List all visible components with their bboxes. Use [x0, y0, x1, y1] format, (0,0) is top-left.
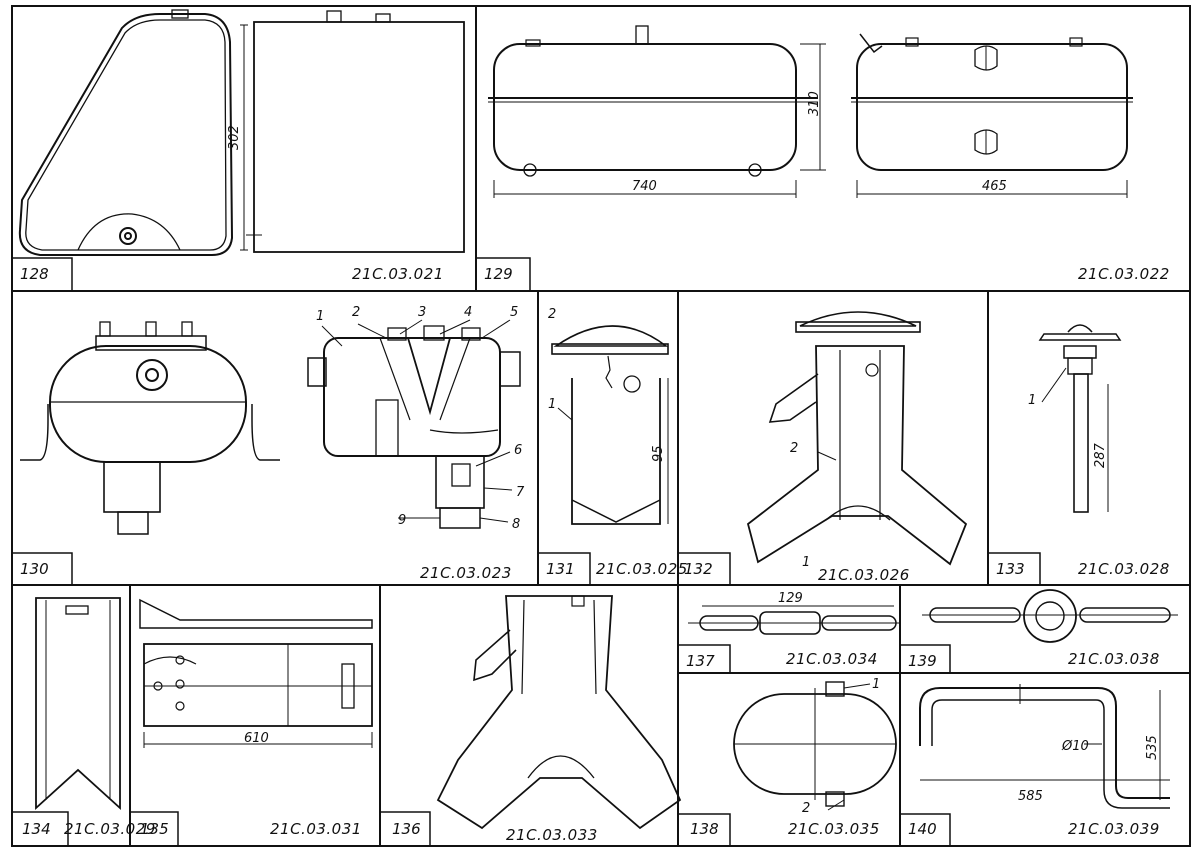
part-131-number: 131	[546, 560, 575, 578]
part-128-dim-302: 302	[227, 125, 242, 150]
part-133-number: 133	[996, 560, 1025, 578]
callout-7: 7	[516, 485, 525, 500]
part-138-drawing	[733, 681, 897, 811]
part-132-callout-1: 1	[802, 555, 810, 570]
part-138-code: 21С.03.035	[788, 820, 880, 838]
part-139-number: 139	[908, 652, 937, 670]
part-132-number: 132	[684, 560, 713, 578]
part-135-drawing	[139, 598, 373, 748]
part-132-callout-2: 2	[790, 441, 798, 456]
part-131-drawing	[551, 325, 669, 525]
part-131-dim-95: 95	[651, 445, 666, 462]
part-130-number: 130	[20, 560, 49, 578]
part-140-dim-dia10: Ø10	[1061, 739, 1089, 754]
part-131-callout-1: 1	[548, 397, 556, 412]
part-133-code: 21С.03.028	[1078, 560, 1170, 578]
part-137-code: 21С.03.034	[786, 650, 878, 668]
part-130-section-drawing	[307, 319, 521, 529]
part-137-number: 137	[686, 652, 715, 670]
callout-8: 8	[512, 517, 520, 532]
part-128-number: 128	[20, 265, 49, 283]
part-135-code: 21С.03.031	[270, 820, 362, 838]
part-136-drawing	[436, 595, 682, 830]
part-138-number: 138	[690, 820, 719, 838]
part-131-code: 21С.03.025	[596, 560, 688, 578]
part-129-number: 129	[484, 265, 513, 283]
part-138-callout-1: 1	[872, 677, 880, 692]
callout-2: 2	[352, 305, 360, 320]
callout-3: 3	[418, 305, 426, 320]
part-130-section-code: 21С.03.023	[420, 564, 512, 582]
sheet-grid	[11, 5, 1191, 847]
part-132-code: 21С.03.026	[818, 566, 910, 584]
part-129-code: 21С.03.022	[1078, 265, 1170, 283]
part-137-dim-129: 129	[778, 591, 803, 606]
part-132-drawing	[746, 311, 968, 566]
part-129-tank-drawing	[488, 25, 1133, 198]
callout-1: 1	[316, 309, 324, 324]
part-140-dim-585: 585	[1018, 789, 1043, 804]
part-138-callout-2: 2	[802, 801, 810, 816]
part-140-drawing	[919, 684, 1170, 809]
panel-number-boxes	[12, 257, 1041, 846]
part-133-callout-1: 1	[1028, 393, 1036, 408]
part-129-dim-740: 740	[632, 179, 657, 194]
part-129-dim-310: 310	[807, 91, 822, 116]
callout-5: 5	[510, 305, 518, 320]
part-128-code: 21С.03.021	[352, 265, 444, 283]
part-130-section-callouts: 1 2 3 4 5 6 7 8 9	[316, 305, 525, 532]
part-136-number: 136	[392, 820, 421, 838]
callout-9: 9	[398, 513, 406, 528]
part-133-dim-287: 287	[1093, 442, 1108, 468]
callout-6: 6	[514, 443, 522, 458]
callout-4: 4	[464, 305, 472, 320]
part-140-number: 140	[908, 820, 937, 838]
part-140-dim-535: 535	[1145, 735, 1160, 760]
part-139-code: 21С.03.038	[1068, 650, 1160, 668]
part-135-number: 135	[140, 820, 169, 838]
part-135-dim-610: 610	[244, 731, 269, 746]
part-140-code: 21С.03.039	[1068, 820, 1160, 838]
part-139-drawing	[922, 589, 1178, 643]
part-134-drawing	[35, 597, 121, 811]
part-134-number: 134	[22, 820, 51, 838]
part-131-callout-2: 2	[548, 307, 556, 322]
part-137-drawing	[688, 605, 900, 635]
part-128-tank-drawing	[18, 9, 465, 256]
part-129-dim-465: 465	[982, 179, 1007, 194]
part-134-code: 21С.03.029	[64, 820, 156, 838]
part-136-code: 21С.03.033	[506, 826, 598, 844]
part-133-drawing	[1038, 324, 1122, 513]
part-130-drawing	[20, 321, 280, 535]
